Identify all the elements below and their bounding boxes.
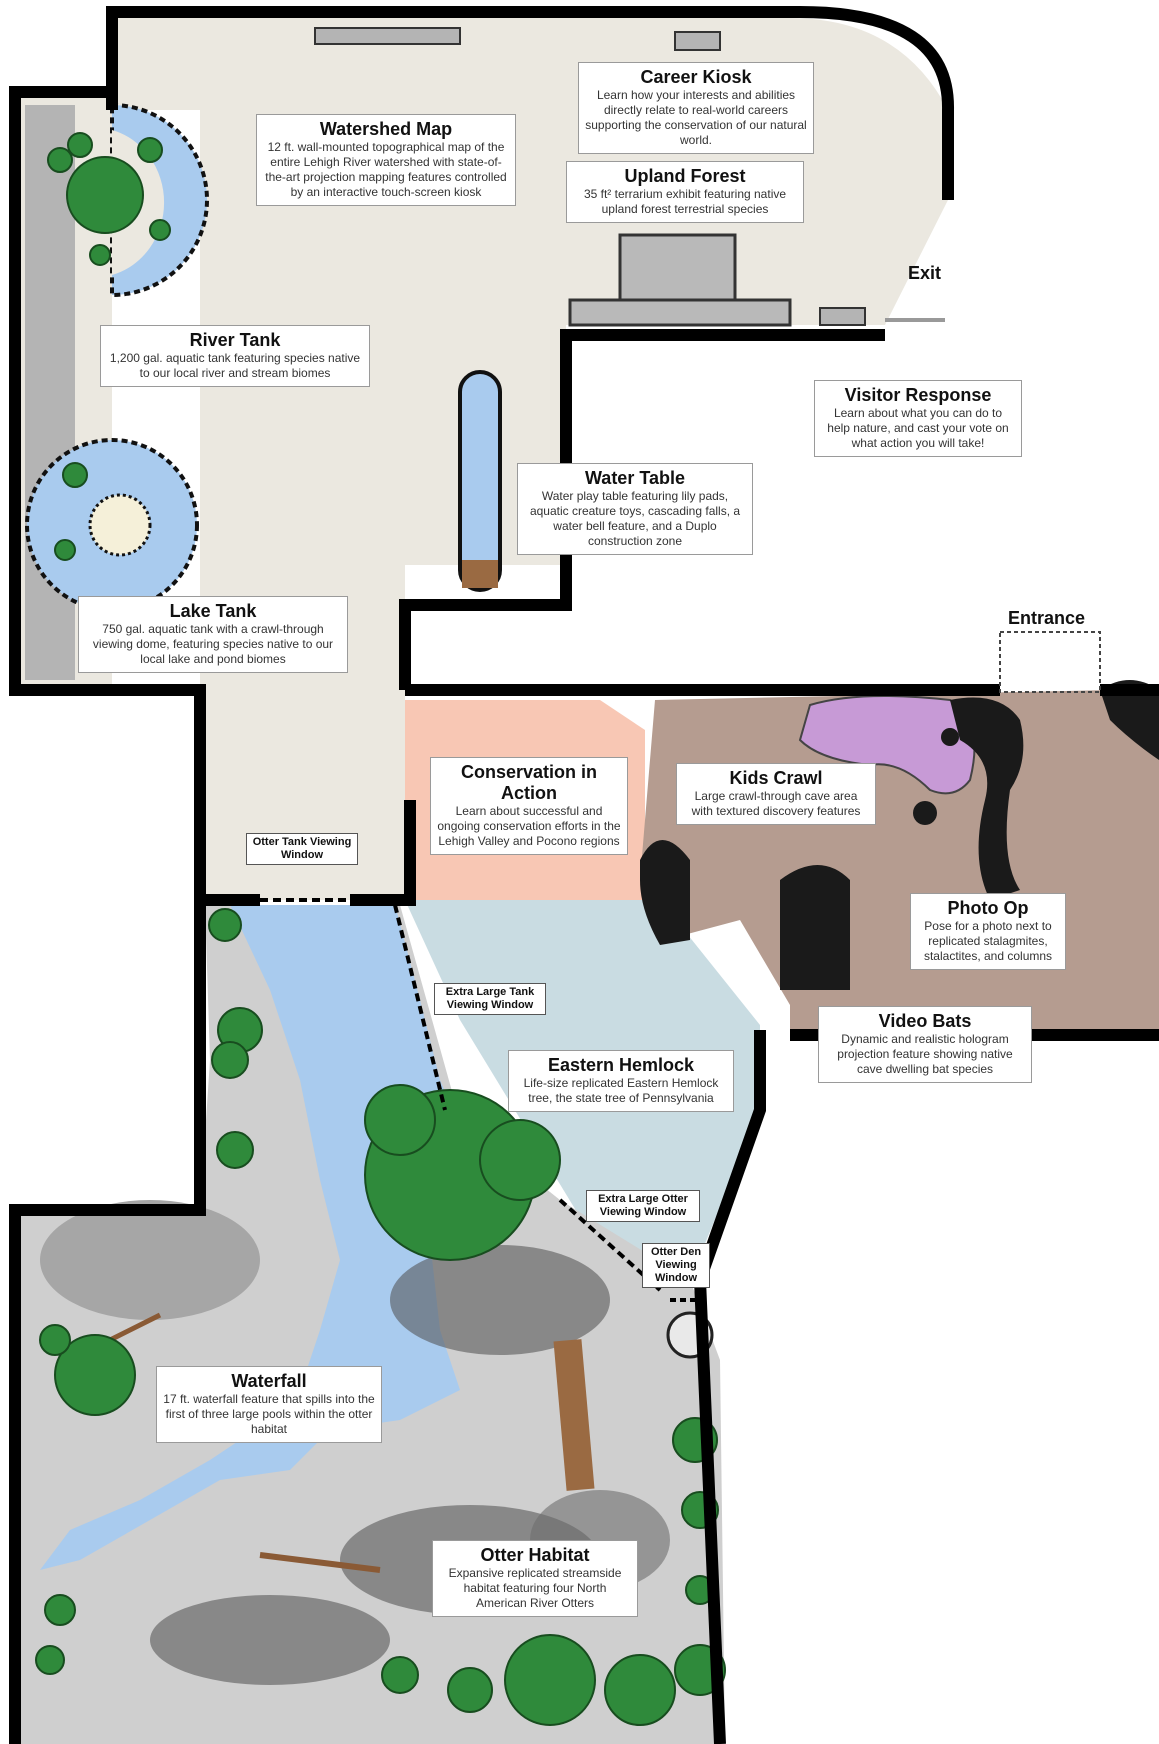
visitor-response-title: Visitor Response: [844, 385, 992, 405]
label-video-bats: Video Bats Dynamic and realistic hologra…: [818, 1006, 1032, 1083]
kids-crawl-description: Large crawl-through cave area with textu…: [691, 789, 861, 818]
waterfall-title: Waterfall: [231, 1371, 307, 1391]
visitor-response-unit: [819, 307, 866, 326]
entrance-label: Entrance: [1008, 608, 1086, 628]
waterfall-description: 17 ft. waterfall feature that spills int…: [163, 1392, 375, 1436]
water-table-description: Water play table featuring lily pads, aq…: [529, 489, 741, 548]
career-kiosk-unit: [674, 31, 721, 51]
label-upland-forest: Upland Forest 35 ft² terrarium exhibit f…: [566, 161, 804, 223]
otter-pool-4: [40, 1200, 260, 1320]
cave-rock-5: [913, 801, 937, 825]
video-bats-description: Dynamic and realistic hologram projectio…: [837, 1032, 1013, 1076]
label-eastern-hemlock: Eastern Hemlock Life-size replicated Eas…: [508, 1050, 734, 1112]
career-kiosk-description: Learn how your interests and abilities d…: [585, 88, 807, 147]
label-water-table: Water Table Water play table featuring l…: [517, 463, 753, 555]
watershed-map-title: Watershed Map: [319, 119, 453, 139]
eastern-hemlock-description: Life-size replicated Eastern Hemlock tre…: [523, 1076, 719, 1105]
cave-rock-2: [950, 697, 1024, 900]
lake-tank-title: Lake Tank: [169, 601, 257, 621]
visitor-response-description: Learn about what you can do to help natu…: [827, 406, 1009, 450]
water-table-base: [462, 560, 498, 588]
lake-tank-description: 750 gal. aquatic tank with a crawl-throu…: [92, 622, 334, 666]
window-extra-large-otter: [558, 1198, 662, 1292]
label-otter-den-window: Otter Den Viewing Window: [642, 1243, 710, 1288]
label-conservation-in-action: Conservation in Action Learn about succe…: [430, 757, 628, 855]
label-extra-large-tank-window: Extra Large Tank Viewing Window: [434, 983, 546, 1015]
window-extra-large-tank: [393, 904, 447, 1111]
label-extra-large-otter-window: Extra Large Otter Viewing Window: [586, 1190, 700, 1222]
photo-op-description: Pose for a photo next to replicated stal…: [923, 919, 1053, 963]
video-bats-title: Video Bats: [878, 1011, 972, 1031]
water-table-title: Water Table: [584, 468, 686, 488]
upland-forest-title: Upland Forest: [624, 166, 746, 186]
branch-2: [108, 1312, 162, 1343]
eastern-hemlock-title: Eastern Hemlock: [547, 1055, 695, 1075]
branch-1: [259, 1552, 381, 1573]
conservation-in-action-description: Learn about successful and ongoing conse…: [437, 804, 621, 848]
label-lake-tank: Lake Tank 750 gal. aquatic tank with a c…: [78, 596, 348, 673]
water-table: [458, 370, 502, 592]
watershed-map-wall: [314, 27, 461, 45]
otter-pool-3: [150, 1595, 390, 1685]
conservation-in-action-title: Conservation in Action: [460, 762, 598, 803]
label-otter-tank-window: Otter Tank Viewing Window: [246, 833, 358, 865]
label-photo-op: Photo Op Pose for a photo next to replic…: [910, 893, 1066, 970]
river-tank-description: 1,200 gal. aquatic tank featuring specie…: [109, 351, 361, 380]
upland-forest-description: 35 ft² terrarium exhibit featuring nativ…: [583, 187, 787, 216]
kids-crawl-title: Kids Crawl: [729, 768, 823, 788]
foliage: [35, 132, 726, 1726]
cave-rock-1: [1100, 680, 1159, 760]
label-otter-habitat: Otter Habitat Expansive replicated strea…: [432, 1540, 638, 1617]
exit-door: [885, 318, 945, 322]
otter-habitat-description: Expansive replicated streamside habitat …: [448, 1566, 622, 1610]
entrance-door: [999, 631, 1101, 693]
label-career-kiosk: Career Kiosk Learn how your interests an…: [578, 62, 814, 154]
upland-forest-base: [568, 298, 792, 327]
label-watershed-map: Watershed Map 12 ft. wall-mounted topogr…: [256, 114, 516, 206]
cave-rock-3: [780, 865, 850, 990]
otter-log: [553, 1339, 595, 1491]
cave-rock-4: [640, 840, 690, 945]
label-visitor-response: Visitor Response Learn about what you ca…: [814, 380, 1022, 457]
lake-tank-dome: [88, 493, 152, 557]
watershed-map-description: 12 ft. wall-mounted topographical map of…: [265, 140, 507, 199]
cave-rock-6: [941, 728, 959, 746]
otter-pool-1: [390, 1245, 610, 1355]
exit-label: Exit: [908, 263, 942, 283]
otter-habitat-title: Otter Habitat: [480, 1545, 590, 1565]
corridor-floor: [200, 690, 405, 900]
photo-op-title: Photo Op: [947, 898, 1029, 918]
label-waterfall: Waterfall 17 ft. waterfall feature that …: [156, 1366, 382, 1443]
label-river-tank: River Tank 1,200 gal. aquatic tank featu…: [100, 325, 370, 387]
career-kiosk-title: Career Kiosk: [640, 67, 752, 87]
label-kids-crawl: Kids Crawl Large crawl-through cave area…: [676, 763, 876, 825]
river-tank-title: River Tank: [189, 330, 281, 350]
